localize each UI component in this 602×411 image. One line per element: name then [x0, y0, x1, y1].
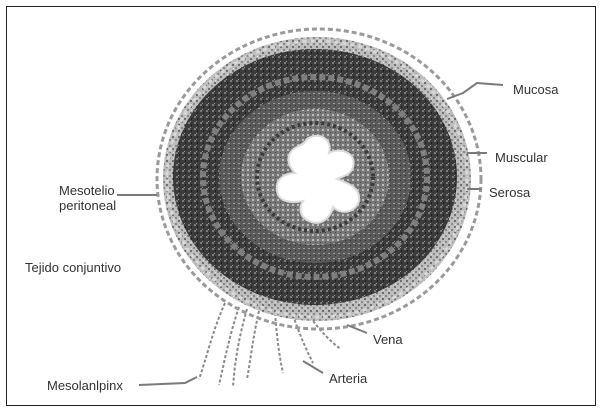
label-muscular: Muscular: [495, 150, 548, 165]
label-arteria: Arteria: [329, 371, 367, 386]
label-mesotelio-line1: Mesotelio: [59, 183, 151, 198]
leader-vena: [347, 325, 367, 333]
diagram-frame: Mucosa Muscular Serosa Mesotelio periton…: [6, 6, 596, 406]
leader-mesolanlpinx: [139, 377, 197, 385]
label-vena: Vena: [373, 332, 403, 347]
label-serosa: Serosa: [489, 185, 530, 200]
label-mesotelio-peritoneal: Mesotelio peritoneal: [59, 183, 151, 213]
label-mesotelio-line2: peritoneal: [59, 198, 151, 213]
leader-mucosa: [447, 83, 503, 99]
label-tejido-conjuntivo: Tejido conjuntivo: [25, 260, 121, 275]
label-mucosa: Mucosa: [513, 82, 559, 97]
label-mesolanlpinx: Mesolanlpinx: [47, 378, 123, 393]
